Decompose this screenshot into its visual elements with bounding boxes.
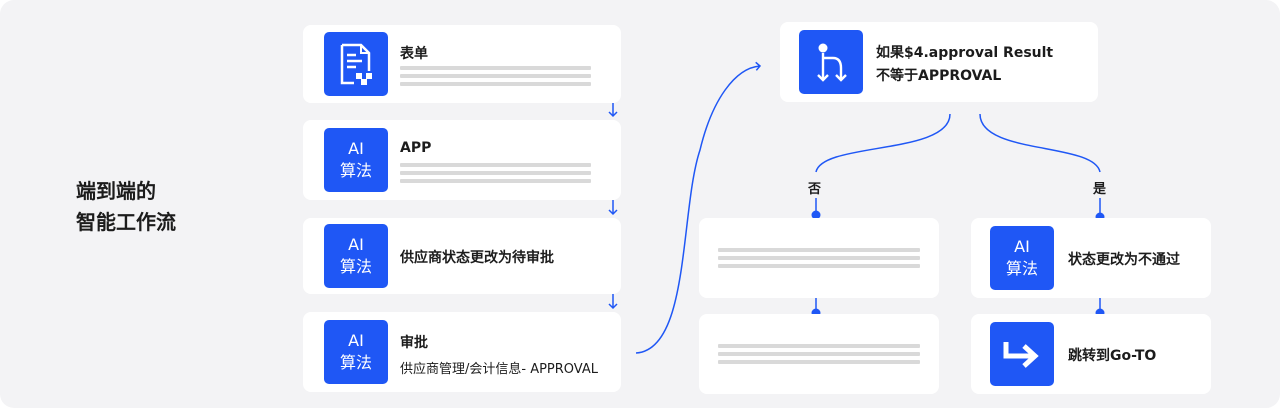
- step-vendor-status-label: 供应商状态更改为待审批: [400, 250, 554, 266]
- step-app-card[interactable]: AI 算法 APP: [303, 120, 621, 200]
- placeholder-line: [400, 74, 591, 78]
- title-line-2: 智能工作流: [76, 210, 176, 234]
- ai-algorithm-icon: AI 算法: [324, 320, 388, 384]
- step-app-label: APP: [400, 140, 432, 156]
- yes-goto-label: 跳转到Go-TO: [1068, 348, 1157, 364]
- placeholder-line: [718, 248, 920, 252]
- no-branch-card-2[interactable]: [699, 314, 939, 394]
- step-approval-label: 审批: [400, 335, 428, 351]
- branch-yes-label: 是: [1093, 182, 1107, 197]
- step-vendor-status-card[interactable]: AI 算法 供应商状态更改为待审批: [303, 218, 621, 294]
- placeholder-line: [400, 82, 591, 86]
- condition-line-1: 如果$4.approval Result: [876, 45, 1054, 61]
- step-approval-sub: 供应商管理/会计信息- APPROVAL: [400, 362, 599, 377]
- condition-to-yes-curve: [979, 113, 1101, 173]
- placeholder-line: [718, 360, 920, 364]
- branch-arrows-icon: [799, 30, 863, 94]
- placeholder-line: [718, 352, 920, 356]
- title-line-1: 端到端的: [76, 179, 156, 203]
- placeholder-line: [400, 66, 591, 70]
- placeholder-line: [718, 264, 920, 268]
- yes-goto-card[interactable]: 跳转到Go-TO: [971, 314, 1211, 394]
- step-approval-card[interactable]: AI 算法 审批 供应商管理/会计信息- APPROVAL: [303, 312, 621, 392]
- goto-arrow-icon: [990, 322, 1054, 386]
- ai-algorithm-icon: AI 算法: [324, 128, 388, 192]
- placeholder-line: [400, 163, 591, 167]
- step-form-label: 表单: [400, 46, 428, 62]
- no-branch-card-1[interactable]: [699, 218, 939, 298]
- approval-to-condition-arrow: [635, 61, 762, 354]
- page-title: 端到端的 智能工作流: [76, 176, 176, 238]
- step-form-card[interactable]: 表单: [303, 25, 621, 103]
- placeholder-line: [718, 344, 920, 348]
- form-icon: [324, 32, 388, 96]
- placeholder-line: [400, 171, 591, 175]
- branch-no-label: 否: [808, 182, 822, 197]
- placeholder-line: [400, 179, 591, 183]
- placeholder-line: [718, 256, 920, 260]
- ai-algorithm-icon: AI 算法: [324, 224, 388, 288]
- condition-to-no-curve: [815, 113, 951, 173]
- ai-algorithm-icon: AI 算法: [990, 226, 1054, 290]
- yes-status-label: 状态更改为不通过: [1068, 252, 1180, 268]
- condition-card[interactable]: 如果$4.approval Result 不等于APPROVAL: [780, 22, 1098, 102]
- condition-line-2: 不等于APPROVAL: [876, 68, 1002, 84]
- yes-status-card[interactable]: AI 算法 状态更改为不通过: [971, 218, 1211, 298]
